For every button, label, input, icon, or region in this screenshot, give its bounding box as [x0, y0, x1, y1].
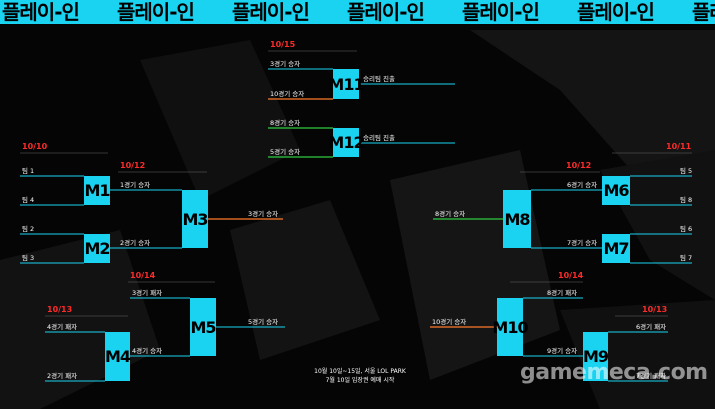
match-box-m12: M12 [328, 128, 365, 157]
banner-text: 플레이-인 [462, 0, 540, 24]
team-label: 팀 2 [22, 225, 35, 233]
banner-text: 플레이-인 [2, 0, 80, 24]
slot-label: 2경기 패자 [47, 372, 78, 380]
banner-text: 플레이-인 [692, 0, 715, 24]
slot-label: 6경기 패자 [636, 323, 667, 331]
team-label: 팀 1 [22, 167, 35, 175]
slot-label: 6경기 승자 [567, 181, 598, 189]
slot-label: 8경기 패자 [547, 289, 578, 297]
slot-label: 3경기 승자 [248, 210, 279, 218]
footer-ticket: 7월 10일 입장권 예매 시작 [325, 377, 395, 384]
team-label: 팀 7 [680, 254, 693, 262]
slot-label: 10경기 승자 [270, 90, 305, 98]
slot-label: 7경기 승자 [567, 239, 598, 247]
match-box-m11: M11 [328, 69, 365, 99]
match-box-m6: M6 [602, 176, 630, 205]
match-box-m5: M5 [190, 298, 217, 356]
match-box-m3: M3 [182, 190, 209, 248]
date-label: 10/10 [22, 142, 48, 151]
slot-label: 4경기 승자 [132, 347, 163, 355]
slot-label: 5경기 승자 [270, 148, 301, 156]
banner-text: 플레이-인 [577, 0, 655, 24]
team-label: 팀 3 [22, 254, 35, 262]
slot-label: 4경기 패자 [47, 323, 78, 331]
match-box-m7: M7 [602, 234, 630, 263]
match-box-m4: M4 [105, 332, 131, 381]
date-label: 10/15 [270, 40, 296, 49]
slot-label: 5경기 승자 [248, 318, 279, 326]
date-label: 10/13 [642, 305, 668, 314]
slot-label: 3경기 승자 [270, 60, 301, 68]
slot-label: 10경기 승자 [432, 318, 467, 326]
banner-text: 플레이-인 [347, 0, 425, 24]
match-box-m1: M1 [84, 176, 111, 205]
team-label: 팀 4 [22, 196, 35, 204]
banner-text: 플레이-인 [232, 0, 310, 24]
match-box-m8: M8 [503, 190, 531, 248]
banner: 플레이-인 플레이-인 플레이-인 플레이-인 플레이-인 플레이-인 플레이-… [0, 0, 715, 24]
slot-label: 2경기 승자 [120, 239, 151, 247]
date-label: 10/11 [666, 142, 692, 151]
result-label: 승리팀 진출 [363, 134, 395, 142]
team-label: 팀 8 [680, 196, 693, 204]
match-box-m9: M9 [583, 332, 609, 381]
slot-label: 3경기 패자 [132, 289, 163, 297]
date-label: 10/12 [566, 161, 592, 170]
date-label: 10/13 [47, 305, 73, 314]
date-label: 10/12 [120, 161, 146, 170]
date-label: 10/14 [558, 271, 584, 280]
team-label: 팀 5 [680, 167, 693, 175]
banner-text: 플레이-인 [117, 0, 195, 24]
footer-schedule: 10월 10일~15일, 서울 LOL PARK [314, 368, 406, 375]
date-label: 10/14 [130, 271, 156, 280]
slot-label: 7경기 패자 [636, 372, 667, 380]
match-box-m10: M10 [492, 298, 529, 356]
slot-label: 8경기 승자 [270, 119, 301, 127]
result-label: 승리팀 진출 [363, 75, 395, 83]
slot-label: 8경기 승자 [435, 210, 466, 218]
match-box-m2: M2 [84, 234, 111, 263]
watermark: gamemeca.com [520, 360, 708, 385]
team-label: 팀 6 [680, 225, 693, 233]
slot-label: 9경기 승자 [547, 347, 578, 355]
slot-label: 1경기 승자 [120, 181, 151, 189]
